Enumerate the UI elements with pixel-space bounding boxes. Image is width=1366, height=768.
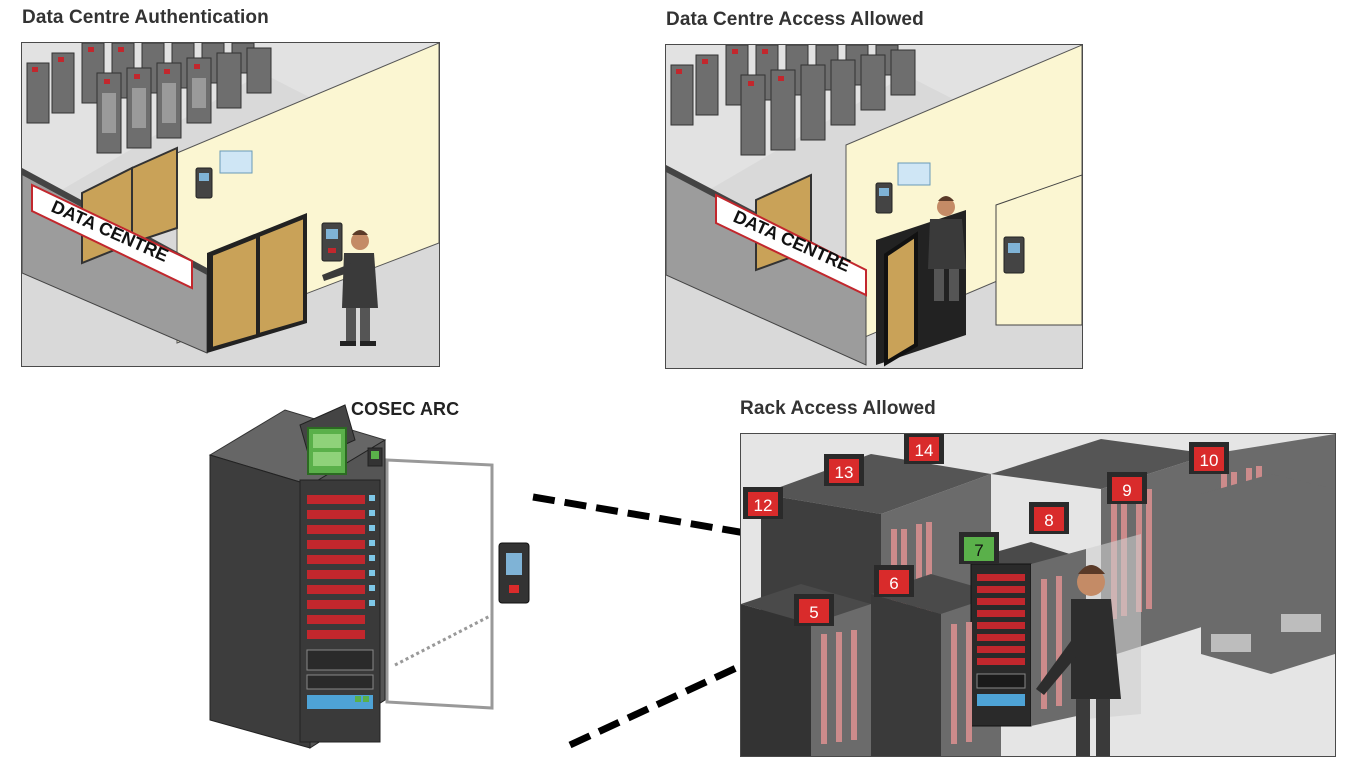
rack-tag-12: 12 [743, 487, 783, 519]
scene-rack-access-allowed: 5 6 7 8 9 10 12 13 14 [740, 433, 1336, 757]
person-icon [322, 230, 378, 346]
rack-number-tags: 5 6 7 8 9 10 12 13 14 [743, 434, 1229, 626]
panel-title-allowed: Data Centre Access Allowed [666, 9, 924, 30]
rack-tag-locked [879, 570, 909, 594]
background-server-racks [26, 43, 272, 154]
card-reader-icon [195, 167, 343, 262]
card-reader-icon [875, 182, 1025, 274]
rack-number-label: 7 [974, 541, 983, 560]
panel-title-auth: Data Centre Authentication [22, 7, 269, 28]
rack-tag-locked [799, 599, 829, 623]
rack-tag-13: 13 [824, 454, 864, 486]
rack-number-label: 5 [809, 603, 818, 622]
panel-title-cosec: COSEC ARC [351, 399, 460, 419]
rack-tag-7: 7 [959, 532, 999, 564]
rack-tag-locked [1112, 477, 1142, 501]
cosec-arc-device-icon [299, 404, 383, 475]
scene-data-centre-authentication: DATA CENTRE [21, 42, 440, 367]
rack-tag-locked [909, 437, 939, 461]
rack-tag-locked [748, 492, 778, 516]
panel-title-rack: Rack Access Allowed [740, 398, 936, 419]
rack-tag-8: 8 [1029, 502, 1069, 534]
rack-tag-10: 10 [1189, 442, 1229, 474]
rack-number-label: 9 [1122, 481, 1131, 500]
scene-data-centre-access-allowed: DATA CENTRE [665, 44, 1083, 369]
rack-number-label: 10 [1200, 451, 1219, 470]
rack-tag-14: 14 [904, 434, 944, 464]
rack-number-label: 14 [915, 441, 934, 460]
person-icon [1036, 565, 1121, 756]
person-icon [928, 196, 966, 306]
rack-tag-locked [1194, 447, 1224, 471]
rack-tag-9: 9 [1107, 472, 1147, 504]
rack-tag-5: 5 [794, 594, 834, 626]
rack-tag-6: 6 [874, 565, 914, 597]
rack-tag-granted [964, 537, 994, 561]
rack-number-label: 13 [835, 463, 854, 482]
rack-tag-locked [829, 459, 859, 483]
rack-number-label: 12 [754, 496, 773, 515]
card-reader-icon [498, 542, 530, 604]
background-server-racks [670, 45, 916, 156]
cosec-arc-rack-illustration [205, 400, 535, 760]
rack-tag-locked [1034, 507, 1064, 531]
rack-number-label: 8 [1044, 511, 1053, 530]
rack-number-label: 6 [889, 574, 898, 593]
